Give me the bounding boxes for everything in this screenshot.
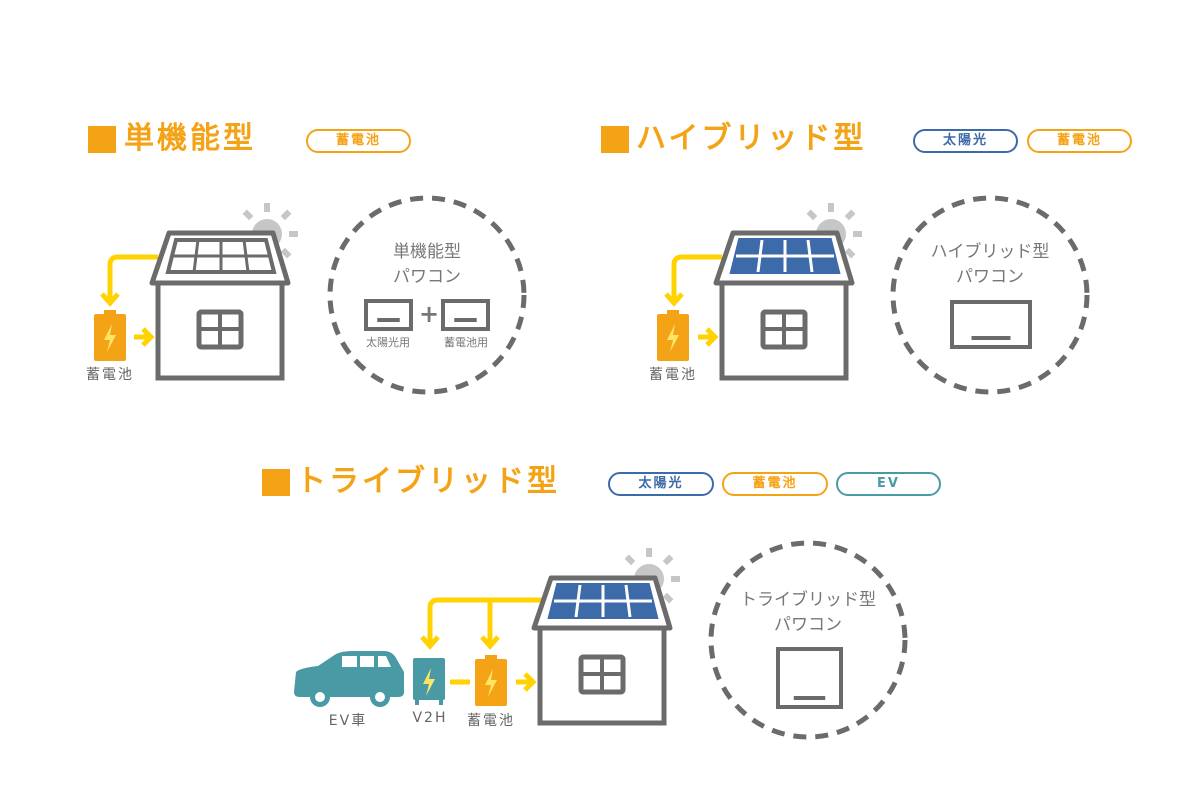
lightning-icon — [104, 324, 116, 352]
power-flow-line — [671, 254, 722, 302]
arrow-head — [420, 635, 440, 650]
battery-unit-label: 蓄電池用 — [444, 336, 488, 349]
battery-label: 蓄電池 — [467, 713, 515, 729]
v2h-label: V2H — [412, 710, 448, 726]
panel-grid — [624, 584, 632, 618]
battery-label: 蓄電池 — [649, 367, 697, 383]
power-conditioner-circle — [327, 195, 527, 395]
badge-solar: 太陽光 — [608, 472, 714, 496]
pcs-circle-subtitle: パワコン — [774, 615, 842, 635]
ev-car-label: EV車 — [328, 713, 368, 729]
pcs-circle-subtitle: パワコン — [393, 267, 461, 287]
car-hub — [375, 692, 385, 702]
panel-grid — [574, 584, 582, 618]
battery-terminal — [667, 310, 679, 315]
power-conditioner-icon — [441, 299, 490, 331]
hybrid-title: ハイブリッド型 — [636, 121, 867, 156]
power-conditioner-icon — [950, 300, 1032, 349]
power-conditioner-circle — [708, 540, 908, 740]
battery-terminal — [104, 310, 116, 315]
panel-grid — [242, 239, 250, 273]
badge-ev: EV — [836, 472, 941, 496]
pcs-circle-title: 単機能型 — [393, 242, 461, 262]
arrow-head — [100, 292, 120, 307]
power-flow-line — [107, 254, 158, 302]
lightning-icon — [667, 324, 679, 352]
title-marker — [262, 469, 290, 496]
sun-ray — [662, 592, 674, 604]
badge-battery: 蓄電池 — [306, 129, 411, 153]
sun-ray — [844, 247, 856, 259]
panel-grid — [806, 239, 814, 273]
car-hub — [315, 692, 325, 702]
pcs-circle-title: ハイブリッド型 — [930, 242, 1050, 262]
sun-ray — [242, 209, 254, 221]
sun-ray — [662, 554, 674, 566]
solar-unit-label: 太陽光用 — [366, 336, 410, 349]
lightning-icon — [485, 669, 497, 697]
pcs-circle-subtitle: パワコン — [956, 267, 1024, 287]
badge-solar: 太陽光 — [913, 129, 1018, 153]
panel-grid — [756, 239, 764, 273]
ev-car-icon — [294, 651, 404, 697]
arrow-head — [705, 327, 719, 347]
v2h-leg — [439, 699, 443, 705]
title-marker — [88, 126, 116, 153]
badge-battery: 蓄電池 — [1027, 129, 1132, 153]
power-conditioner-circle — [890, 195, 1090, 395]
arrow-head — [141, 327, 155, 347]
car-window — [342, 656, 357, 667]
battery-label: 蓄電池 — [86, 367, 134, 383]
car-window — [360, 656, 374, 667]
sun-ray — [806, 209, 818, 221]
sun-ray — [280, 247, 292, 259]
arrow-head — [664, 292, 684, 307]
plus-sign: + — [419, 300, 440, 328]
sun-ray — [280, 209, 292, 221]
car-window — [378, 656, 391, 667]
arrow-head — [523, 672, 537, 692]
triple-title: トライブリッド型 — [296, 464, 560, 499]
badge-battery: 蓄電池 — [722, 472, 828, 496]
panel-grid — [192, 239, 200, 273]
battery-terminal — [485, 655, 497, 660]
v2h-leg — [415, 699, 419, 705]
sun-ray — [624, 554, 636, 566]
sun-ray — [844, 209, 856, 221]
power-conditioner-icon — [364, 299, 413, 331]
single-title: 単機能型 — [124, 121, 256, 156]
pcs-circle-title: トライブリッド型 — [740, 590, 876, 610]
title-marker — [601, 126, 629, 153]
power-flow-line — [427, 597, 542, 645]
lightning-icon — [423, 668, 435, 696]
arrow-head — [480, 635, 500, 650]
